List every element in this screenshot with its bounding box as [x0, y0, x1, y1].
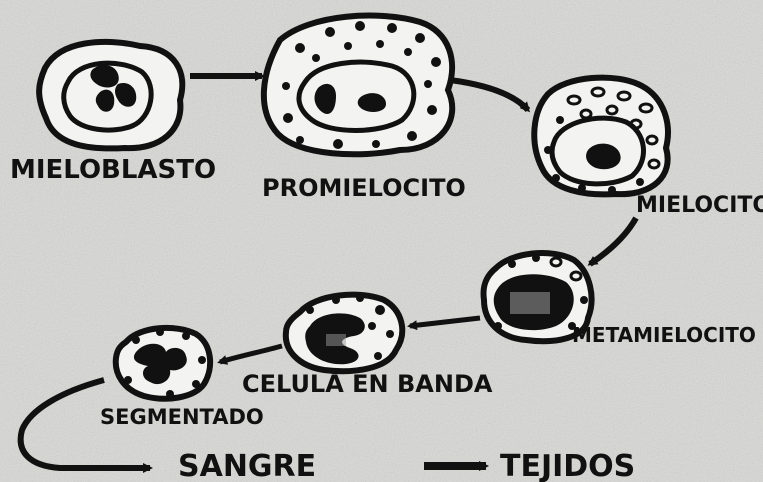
- label-metamielocito: METAMIELOCITO: [572, 323, 756, 347]
- label-promielocito: PROMIELOCITO: [262, 174, 466, 202]
- cell-mieloblasto: [39, 42, 182, 149]
- cell-segmentado: [116, 328, 210, 399]
- label-tejidos: TEJIDOS: [500, 449, 635, 482]
- label-segmentado: SEGMENTADO: [100, 405, 264, 429]
- cell-celula-en-banda: [286, 294, 402, 371]
- label-mieloblasto: MIELOBLASTO: [10, 155, 216, 185]
- label-sangre: SANGRE: [178, 449, 316, 482]
- cell-mielocito: [534, 78, 668, 195]
- label-celula-en-banda: CELULA EN BANDA: [242, 370, 493, 398]
- label-mielocito: MIELOCITO: [636, 193, 763, 218]
- cell-promielocito: [264, 16, 452, 155]
